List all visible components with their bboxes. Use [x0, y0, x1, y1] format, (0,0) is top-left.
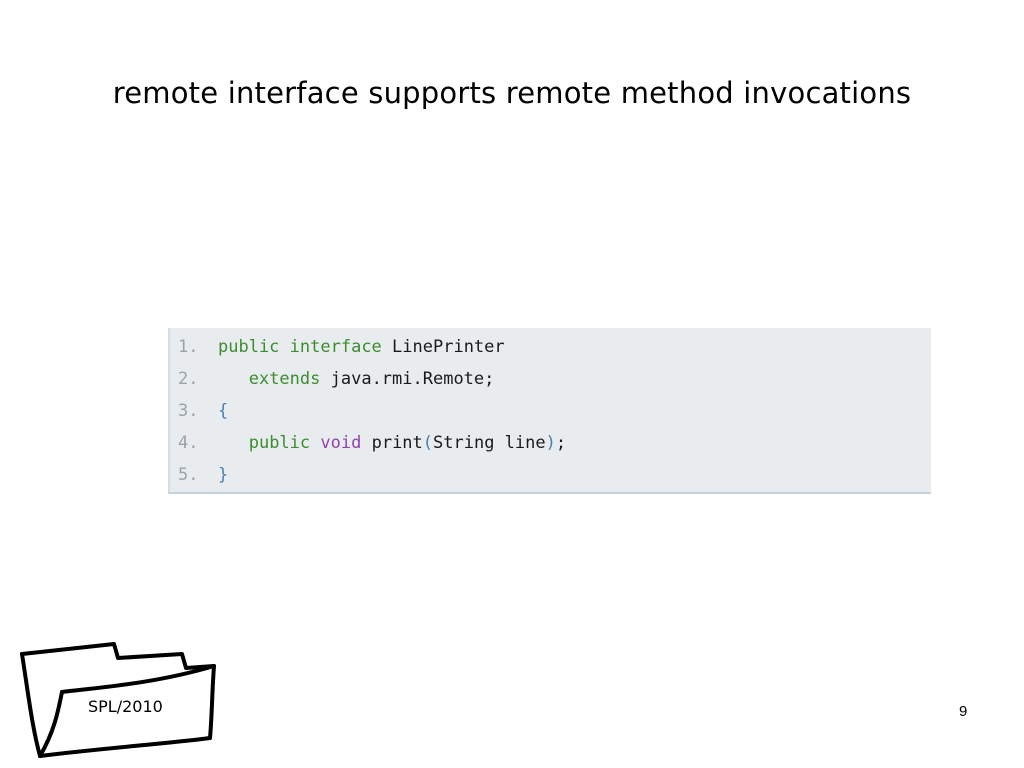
code-line-4: 4. public void print(String line);	[178, 427, 566, 459]
code-line-1: 1. public interface LinePrinter	[178, 331, 505, 363]
code-keyword: public	[218, 337, 280, 357]
code-identifier: print	[371, 433, 423, 453]
code-line-3: 3. {	[178, 395, 228, 427]
code-keyword: interface	[289, 337, 382, 357]
page-number: 9	[959, 703, 968, 720]
code-block: 1. public interface LinePrinter 2. extend…	[168, 328, 931, 494]
code-line-5: 5.}	[178, 459, 228, 491]
line-number: 3.	[178, 401, 199, 421]
footer-logo-text: SPL/2010	[88, 697, 163, 716]
slide-title: remote interface supports remote method …	[112, 76, 912, 110]
line-number: 5.	[178, 465, 199, 485]
code-brace: }	[218, 465, 229, 485]
code-keyword: public	[248, 433, 311, 453]
line-number: 2.	[178, 369, 199, 389]
code-identifier: String line	[433, 433, 546, 453]
line-number: 4.	[178, 433, 199, 453]
code-keyword: extends	[248, 369, 321, 389]
code-paren: )	[545, 433, 556, 453]
code-keyword-void: void	[320, 433, 362, 453]
code-identifier: LinePrinter	[392, 337, 505, 357]
code-brace: {	[218, 401, 229, 421]
code-semicolon: ;	[555, 433, 567, 453]
code-paren: (	[422, 433, 434, 453]
line-number: 1.	[178, 337, 199, 357]
folder-icon	[20, 642, 216, 758]
code-line-2: 2. extends java.rmi.Remote;	[178, 363, 494, 395]
code-identifier: java.rmi.Remote;	[330, 369, 495, 389]
